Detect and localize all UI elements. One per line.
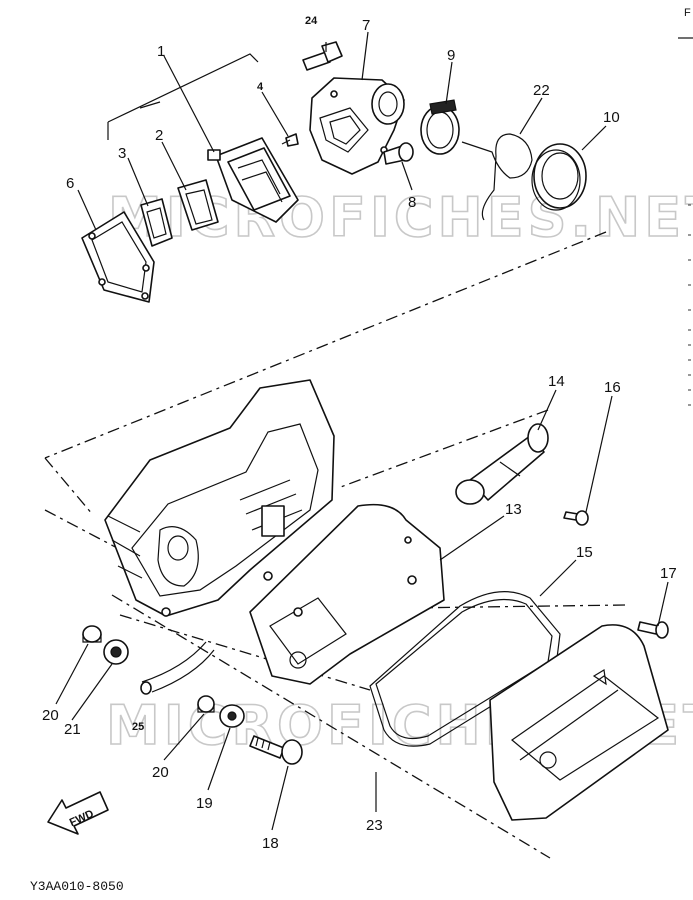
damper-part-20-left — [82, 625, 102, 643]
callout-10: 10 — [603, 109, 620, 126]
callout-bracket-1-2-3 — [107, 53, 259, 140]
callout-1: 1 — [157, 43, 165, 60]
callout-22: 22 — [533, 82, 550, 99]
valve-stopper-part-3 — [140, 198, 173, 247]
spring-part-22 — [461, 133, 533, 221]
reed-valve-assembly-part-1 — [207, 137, 299, 223]
clamp-part-9 — [420, 99, 460, 155]
callout-14: 14 — [548, 373, 565, 390]
screw-part-16 — [563, 510, 589, 526]
fwd-arrow-icon: FWD — [47, 791, 109, 835]
air-filter-cover — [489, 624, 669, 821]
callout-3: 3 — [118, 145, 126, 162]
air-filter-case — [104, 379, 335, 617]
callout-17: 17 — [660, 565, 677, 582]
screw-part-17 — [637, 621, 669, 639]
callout-8: 8 — [408, 194, 416, 211]
callout-6: 6 — [66, 175, 74, 192]
leader-lines — [55, 31, 669, 831]
intake-manifold-part-7 — [309, 77, 405, 175]
callout-9: 9 — [447, 47, 455, 64]
callout-24: 24 — [305, 15, 318, 27]
callout-7: 7 — [362, 17, 370, 34]
page-edge-marks — [688, 204, 691, 406]
screw-part-4 — [281, 133, 299, 147]
callout-18: 18 — [262, 835, 279, 852]
joint-part-10 — [531, 143, 587, 211]
collar-part-21 — [103, 639, 129, 665]
callout-23: 23 — [366, 817, 383, 834]
bolt-part-8 — [383, 142, 414, 165]
duct-part-14 — [455, 423, 549, 505]
callout-15: 15 — [576, 544, 593, 561]
bolt-part-24 — [302, 41, 343, 71]
page-edge-letter: F — [684, 7, 691, 19]
bolt-part-18 — [249, 735, 303, 765]
callout-25: 25 — [132, 721, 144, 733]
callout-20-lower: 20 — [152, 764, 169, 781]
callout-21: 21 — [64, 721, 81, 738]
callout-4: 4 — [257, 81, 264, 93]
callout-16: 16 — [604, 379, 621, 396]
hose-part-25 — [140, 641, 215, 695]
seal-part-15 — [369, 591, 561, 747]
reed-valve-part-2 — [177, 179, 219, 231]
drawing-code: Y3AA010-8050 — [30, 879, 124, 894]
callout-13: 13 — [505, 501, 522, 518]
element-part-13 — [249, 503, 445, 685]
washer-part-19 — [219, 704, 245, 728]
gasket-part-6 — [81, 211, 155, 303]
damper-part-20-lower — [197, 695, 215, 713]
callout-2: 2 — [155, 127, 163, 144]
callout-20-left: 20 — [42, 707, 59, 724]
callout-19: 19 — [196, 795, 213, 812]
